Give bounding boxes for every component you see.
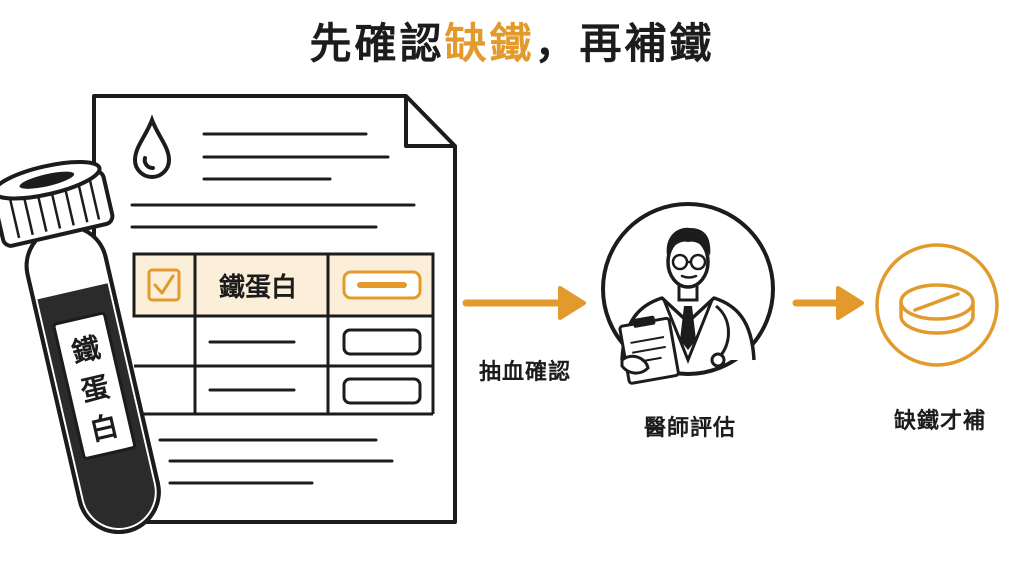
blood-test-tube: 鐵蛋白 (0, 159, 161, 535)
lab-report-document: 鐵蛋白 (92, 94, 457, 524)
doctor-icon (601, 202, 775, 385)
report-header-lines (130, 132, 416, 229)
pill-icon (875, 243, 999, 367)
title-highlight: 缺鐵 (444, 19, 535, 68)
title-prefix: 先確認 (309, 19, 445, 68)
table-cell-ferritin: 鐵蛋白 (219, 272, 297, 303)
title-suffix: ，再補鐵 (534, 19, 715, 68)
result-table: 鐵蛋白 (132, 252, 435, 416)
value-pill (342, 377, 422, 405)
step-label-doctor-review: 醫師評估 (643, 416, 736, 441)
step-label-blood-test: 抽血確認 (478, 360, 571, 385)
arrow-right-icon (792, 286, 864, 320)
step-label-supplement: 缺鐵才補 (893, 409, 986, 434)
tube-label-panel (52, 311, 137, 460)
blood-drop-icon (132, 114, 172, 179)
report-footer-lines (158, 438, 394, 485)
value-pill (342, 328, 422, 356)
checkmark-icon (147, 268, 181, 302)
arrow-right-icon (462, 286, 586, 320)
page-title: 先確認缺鐵，再補鐵 (0, 14, 1024, 74)
